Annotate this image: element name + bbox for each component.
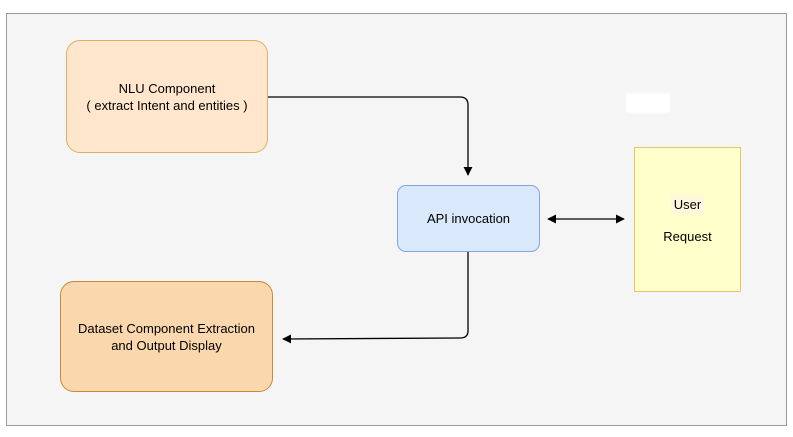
edge-api-to-dataset (282, 252, 469, 344)
dataset-title: Dataset Component Extraction (77, 320, 256, 336)
user-label: User (670, 194, 705, 214)
user-request-node[interactable]: User Request (634, 147, 741, 292)
blank-patch (626, 93, 670, 113)
nlu-title: NLU Component (118, 80, 216, 96)
dataset-subtitle: and Output Display (111, 337, 222, 353)
request-label: Request (663, 228, 712, 244)
nlu-subtitle: ( extract Intent and entities ) (86, 97, 248, 113)
api-label: API invocation (426, 211, 511, 226)
api-invocation-node[interactable]: API invocation (397, 185, 540, 252)
nlu-component-node[interactable]: NLU Component ( extract Intent and entit… (66, 40, 268, 153)
dataset-component-node[interactable]: Dataset Component Extraction and Output … (60, 281, 273, 392)
edge-nlu-to-api (268, 96, 473, 176)
